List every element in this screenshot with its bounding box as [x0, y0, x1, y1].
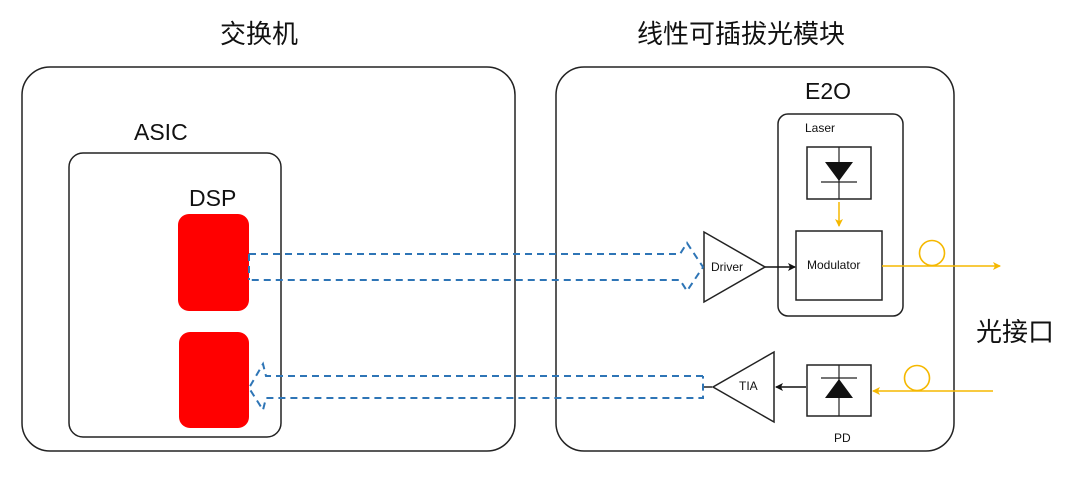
- e2o-label: E2O: [805, 78, 852, 104]
- module-title: 线性可插拔光模块: [637, 19, 846, 49]
- laser-diode-icon: [806, 146, 872, 200]
- tia-label: TIA: [739, 379, 758, 393]
- photodiode-icon: [806, 364, 872, 417]
- rx-electrical-link: [247, 361, 704, 413]
- switch-box: [21, 66, 516, 452]
- optical-interface-label: 光接口: [976, 317, 1055, 347]
- tia-amplifier: [711, 350, 775, 424]
- e2o-box: [777, 113, 904, 317]
- dsp-tx-block: [178, 214, 249, 311]
- laser-label: Laser: [805, 121, 836, 135]
- fiber-loop-tx-icon: [918, 239, 946, 267]
- modulator-label: Modulator: [807, 258, 861, 272]
- asic-label: ASIC: [134, 119, 188, 145]
- modulator-box: [795, 230, 883, 301]
- module-box: [555, 66, 955, 452]
- driver-label: Driver: [711, 260, 743, 274]
- pd-label: PD: [834, 431, 851, 445]
- dsp-label: DSP: [189, 185, 237, 211]
- asic-box: [68, 152, 282, 438]
- dsp-rx-block: [179, 332, 249, 428]
- fiber-loop-rx-icon: [903, 364, 931, 392]
- switch-title: 交换机: [220, 19, 299, 49]
- tx-electrical-link: [248, 241, 705, 293]
